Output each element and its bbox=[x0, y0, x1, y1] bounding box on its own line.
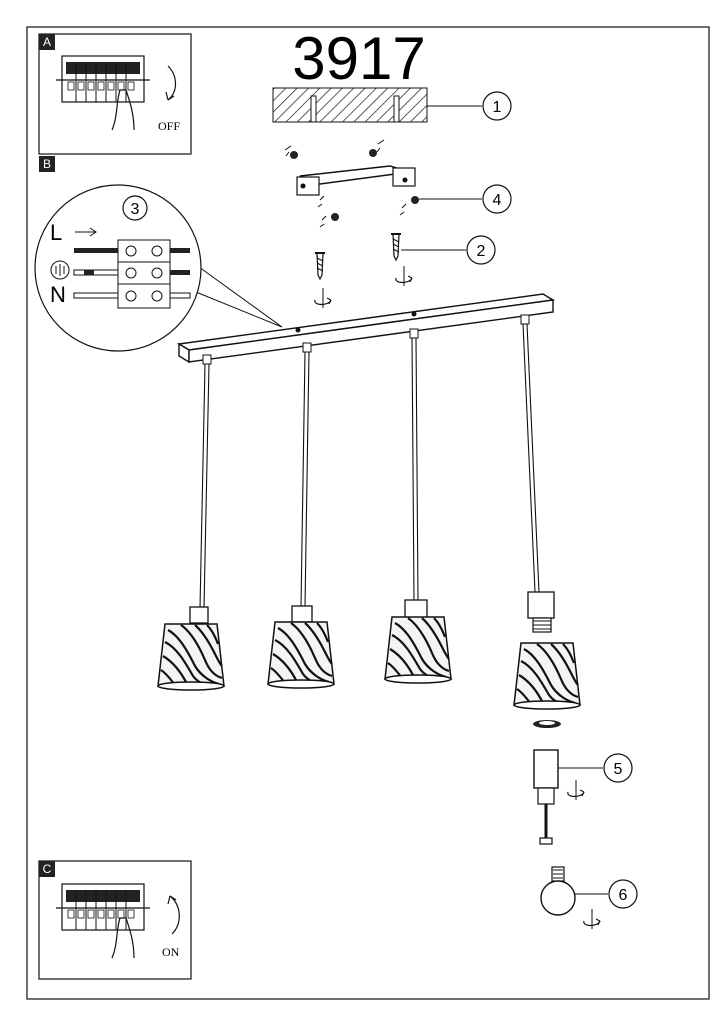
callout-2: 2 bbox=[477, 243, 486, 260]
callout-5: 5 bbox=[614, 761, 623, 778]
ceiling-canopy-bar bbox=[176, 293, 556, 364]
bulb-icon bbox=[540, 880, 576, 916]
switch-on-label: ON bbox=[162, 945, 180, 959]
callout-1: 1 bbox=[493, 99, 502, 116]
rotate-arrow-icon bbox=[567, 779, 585, 801]
terminal-block-icon bbox=[117, 239, 171, 309]
fixing-screw-icon bbox=[390, 233, 402, 261]
rotate-arrow-icon bbox=[583, 908, 601, 930]
step-c-label: C bbox=[43, 862, 52, 876]
model-number: 3917 bbox=[292, 25, 425, 92]
lamp-holder-exploded bbox=[512, 591, 582, 728]
wire-live-label: L bbox=[50, 220, 62, 245]
callout-3: 3 bbox=[131, 201, 140, 218]
lamp-shade-icon bbox=[156, 622, 226, 692]
page-border bbox=[26, 26, 710, 1000]
switch-off-label: OFF bbox=[158, 119, 180, 133]
step-a-label: A bbox=[43, 35, 51, 49]
callout-6: 6 bbox=[619, 887, 628, 904]
lamp-shade-1 bbox=[156, 606, 226, 692]
callout-4: 4 bbox=[493, 192, 502, 209]
lamp-shade-icon bbox=[512, 641, 582, 711]
lamp-shade-2 bbox=[266, 605, 336, 690]
wiring-detail: L N 3 bbox=[34, 184, 283, 352]
step-b-label: B bbox=[43, 157, 51, 171]
switch-down-arrow-icon bbox=[167, 65, 177, 101]
rotate-arrow-icon bbox=[395, 265, 413, 287]
neutral-wire bbox=[73, 292, 119, 299]
socket-sleeve: 5 bbox=[533, 749, 633, 845]
mounting-bracket: 4 bbox=[284, 139, 512, 228]
lamp-shade-icon bbox=[383, 615, 453, 685]
step-b-marker: B bbox=[39, 156, 55, 172]
step-a-panel: A OFF bbox=[38, 33, 192, 155]
earth-wire bbox=[73, 269, 119, 276]
step-c-panel: C ON bbox=[38, 860, 192, 980]
live-arrow-icon bbox=[75, 227, 97, 237]
rotate-arrow-icon bbox=[314, 287, 332, 309]
pendant-cables bbox=[199, 314, 540, 609]
fixing-screw-icon bbox=[314, 252, 326, 280]
fixing-screws: 2 bbox=[314, 233, 496, 309]
switch-up-arrow-icon bbox=[169, 895, 180, 935]
bulb: 6 bbox=[540, 866, 638, 930]
ceiling-block: 1 bbox=[272, 87, 512, 123]
bracket-screw-icon bbox=[290, 151, 298, 159]
live-wire bbox=[74, 248, 118, 253]
lamp-shade-3 bbox=[383, 599, 453, 685]
wire-neutral-label: N bbox=[50, 282, 66, 307]
lamp-shade-icon bbox=[266, 620, 336, 690]
